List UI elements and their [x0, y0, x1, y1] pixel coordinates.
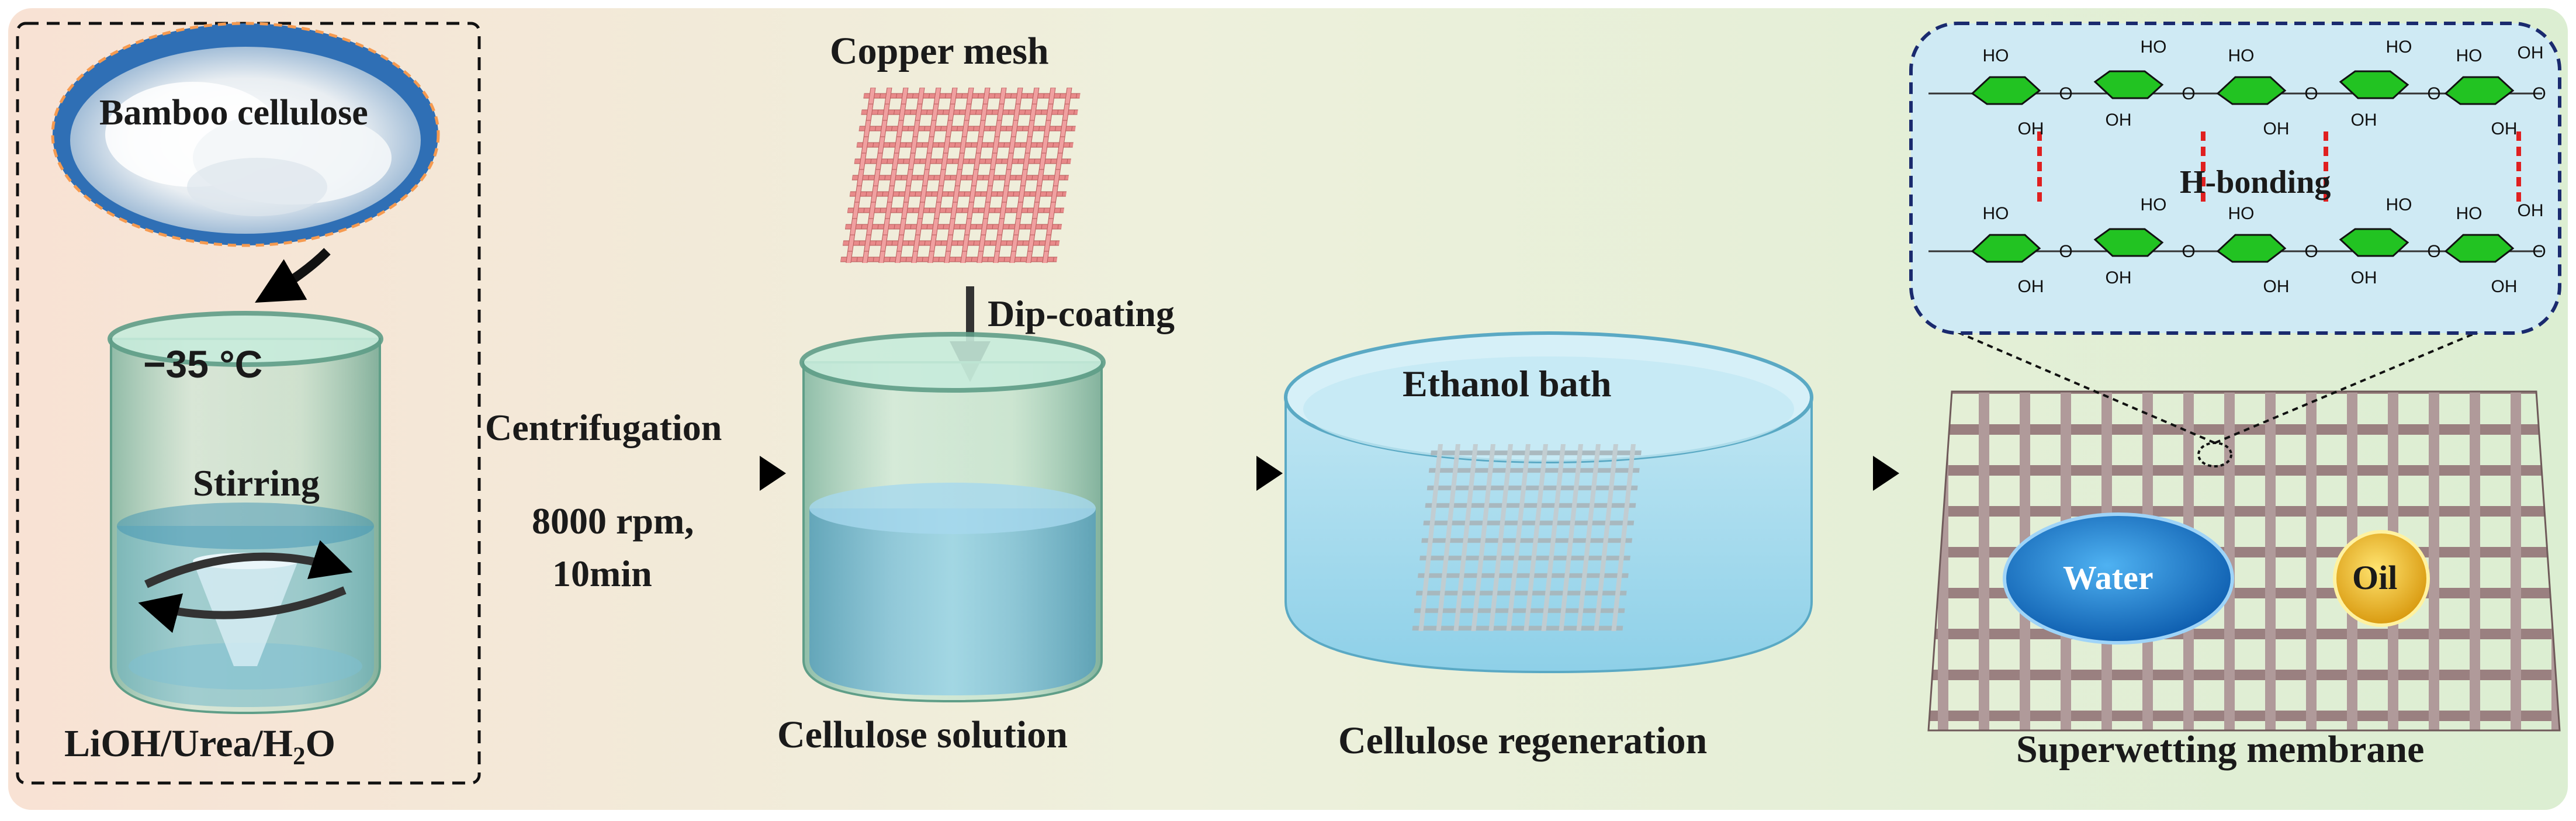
- atom-label: O: [2059, 84, 2072, 103]
- atom-label: HO: [2228, 46, 2255, 65]
- solvent-text: LiOH/Urea/H: [64, 722, 293, 765]
- atom-label: HO: [1983, 46, 2009, 65]
- glucose-ring: [2093, 228, 2164, 257]
- dip-coating-label: Dip-coating: [988, 293, 1175, 334]
- solvent-label: LiOH/Urea/H2O: [64, 722, 335, 771]
- atom-label: OH: [2263, 119, 2290, 138]
- atom-label: O: [2532, 242, 2546, 261]
- atom-label: HO: [2141, 195, 2167, 214]
- ethanol-bath-dish: [1284, 331, 1813, 674]
- atom-label: OH: [2518, 43, 2544, 63]
- atom-label: O: [2059, 242, 2072, 261]
- glucose-ring: [2339, 70, 2409, 99]
- atom-label: OH: [2518, 201, 2544, 220]
- atom-label: OH: [2491, 277, 2518, 296]
- solvent-subscript: 2: [293, 743, 306, 771]
- atom-label: OH: [2263, 277, 2290, 296]
- atom-label: O: [2182, 242, 2195, 261]
- atom-label: HO: [2141, 37, 2167, 57]
- water-label: Water: [2063, 559, 2153, 597]
- atom-label: O: [2182, 84, 2195, 103]
- curved-arrow: [255, 248, 331, 303]
- solvent-text-end: O: [305, 722, 335, 765]
- copper-mesh-image: [840, 88, 1081, 263]
- atom-label: OH: [2106, 110, 2132, 130]
- oil-droplet: [2333, 530, 2430, 627]
- atom-label: HO: [2386, 37, 2412, 57]
- speed-label: 8000 rpm,: [532, 500, 694, 542]
- atom-label: HO: [2386, 195, 2412, 214]
- bamboo-cellulose-image: [51, 22, 440, 247]
- atom-label: HO: [2456, 46, 2482, 65]
- glucose-ring: [2093, 70, 2164, 99]
- atom-label: O: [2427, 242, 2440, 261]
- oil-label: Oil: [2352, 559, 2398, 597]
- atom-label: O: [2427, 84, 2440, 103]
- h-bonding-label: H-bonding: [2180, 164, 2331, 200]
- cellulose-solution-label: Cellulose solution: [777, 713, 1068, 756]
- glucose-ring: [2339, 228, 2409, 257]
- glucose-ring: [2216, 234, 2287, 263]
- temperature-label: −35 °C: [143, 342, 263, 386]
- atom-label: OH: [2018, 119, 2044, 138]
- glucose-ring: [2216, 76, 2287, 105]
- atom-label: O: [2304, 84, 2318, 103]
- atom-label: OH: [2351, 110, 2377, 130]
- atom-label: O: [2304, 242, 2318, 261]
- atom-label: O: [2532, 84, 2546, 103]
- duration-label: 10min: [552, 553, 652, 594]
- copper-mesh-label: Copper mesh: [830, 30, 1049, 72]
- cellulose-chains: [1928, 70, 2542, 263]
- molecule-labels: HOOHOOHHOOHOOHOOHHOOHOOHOOHHOOHOOHHOOHOO…: [1983, 37, 2546, 296]
- atom-label: HO: [2456, 204, 2482, 223]
- h-bonding-inset: [1909, 22, 2561, 335]
- glucose-ring: [1971, 234, 2041, 263]
- glucose-ring: [2444, 234, 2515, 263]
- beaker-cellulose-solution: [799, 332, 1106, 703]
- atom-label: OH: [2018, 277, 2044, 296]
- ethanol-bath-label: Ethanol bath: [1403, 363, 1612, 404]
- cellulose-regeneration-label: Cellulose regeneration: [1338, 719, 1708, 762]
- atom-label: OH: [2351, 268, 2377, 287]
- atom-label: HO: [1983, 204, 2009, 223]
- glucose-ring: [2444, 76, 2515, 105]
- stirring-label: Stirring: [193, 462, 320, 504]
- superwetting-membrane-mesh: [1927, 390, 2561, 732]
- glucose-ring: [1971, 76, 2041, 105]
- beaker-stirring: [108, 311, 383, 715]
- superwetting-membrane-label: Superwetting membrane: [2016, 728, 2425, 771]
- h-bond-lines: [2037, 131, 2521, 205]
- atom-label: OH: [2491, 119, 2518, 138]
- atom-label: HO: [2228, 204, 2255, 223]
- centrifugation-label: Centrifugation: [485, 407, 722, 448]
- atom-label: OH: [2106, 268, 2132, 287]
- bamboo-cellulose-label: Bamboo cellulose: [99, 93, 368, 133]
- water-droplet: [2003, 512, 2234, 645]
